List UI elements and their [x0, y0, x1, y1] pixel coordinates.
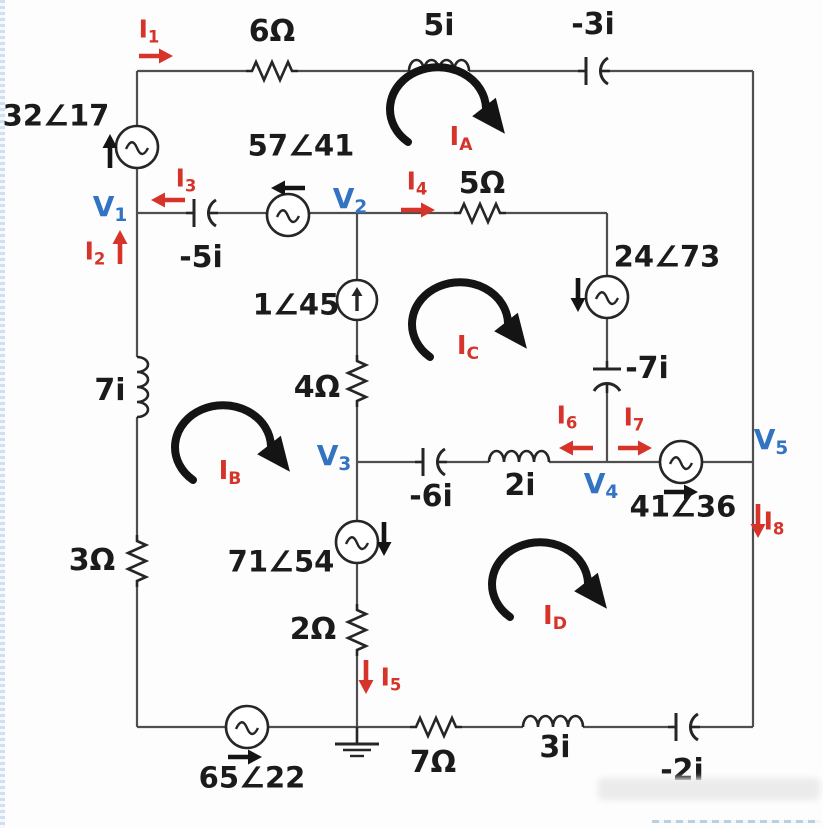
- current-label-i7: I7: [623, 402, 645, 435]
- current-arrow-i4: [401, 203, 435, 218]
- node-label-v2: V2: [332, 182, 368, 219]
- impedance-label-6ohm: 6Ω: [248, 14, 296, 49]
- source-label-41-36: 41∠36: [629, 489, 737, 524]
- impedance-label-7ohm: 7Ω: [409, 745, 457, 780]
- current-arrow-i3: [151, 193, 185, 208]
- voltage-source-57-41: [265, 192, 311, 238]
- voltage-source-32-17: [114, 124, 160, 170]
- voltage-source-24-73: [584, 274, 630, 320]
- mesh-label-ic: IC: [456, 331, 480, 364]
- ground-symbol: [335, 727, 379, 758]
- node-label-v5: V5: [753, 423, 789, 460]
- source-label-1-45: 1∠45: [252, 287, 340, 322]
- current-label-i5: I5: [380, 662, 402, 695]
- resistor-3ohm: [126, 533, 148, 589]
- impedance-label-2i: 2i: [504, 468, 536, 503]
- node-label-v3: V3: [316, 439, 352, 476]
- source-arrow-24-73: [571, 278, 586, 312]
- impedance-label-2ohm: 2Ω: [289, 612, 337, 647]
- resistor-6ohm: [244, 60, 300, 82]
- mesh-label-ia: IA: [449, 122, 473, 155]
- impedance-label-3i: 3i: [539, 730, 571, 765]
- current-arrow-i5: [359, 660, 374, 694]
- current-label-i6: I6: [556, 400, 578, 433]
- resistor-4ohm: [346, 353, 368, 409]
- current-label-i3: I3: [175, 163, 197, 196]
- capacitor-neg5i: [184, 197, 220, 229]
- impedance-label-neg7i: -7i: [625, 351, 669, 386]
- source-label-57-41: 57∠41: [247, 128, 355, 163]
- resistor-7ohm: [408, 716, 464, 738]
- node-label-v4: V4: [583, 467, 619, 504]
- current-arrow-i1: [139, 49, 173, 64]
- current-arrow-i2: [113, 230, 128, 264]
- capacitor-neg2i: [666, 711, 702, 743]
- current-label-i4: I4: [406, 166, 428, 199]
- scan-artifact-line: [652, 820, 820, 823]
- voltage-source-71-54: [334, 519, 380, 565]
- inductor-7i: [135, 355, 150, 419]
- source-label-65-22: 65∠22: [198, 760, 306, 795]
- capacitor-neg3i: [576, 55, 612, 87]
- impedance-label-neg3i: -3i: [571, 7, 615, 42]
- current-arrow-i7: [618, 441, 652, 456]
- impedance-label-5i: 5i: [423, 8, 455, 43]
- impedance-label-neg5i: -5i: [179, 240, 223, 275]
- mesh-label-ib: IB: [218, 456, 242, 489]
- inductor-3i: [521, 714, 585, 729]
- impedance-label-4ohm: 4Ω: [293, 370, 341, 405]
- scan-artifact: [598, 778, 820, 800]
- current-label-i1: I1: [138, 14, 160, 47]
- resistor-5ohm: [452, 202, 508, 224]
- source-label-32-17: 32∠17: [2, 98, 110, 133]
- voltage-source-41-36: [658, 439, 704, 485]
- current-label-i8: I8: [763, 506, 785, 539]
- current-arrow-i6: [559, 441, 593, 456]
- source-label-24-73: 24∠73: [613, 239, 721, 274]
- capacitor-neg7i: [591, 359, 623, 395]
- mesh-label-id: ID: [543, 601, 567, 634]
- impedance-label-3ohm: 3Ω: [68, 543, 116, 578]
- impedance-label-7i: 7i: [94, 373, 126, 408]
- current-label-i2: I2: [84, 236, 106, 269]
- circuit-wires: [135, 69, 755, 729]
- capacitor-neg6i: [413, 446, 449, 478]
- source-label-71-54: 71∠54: [227, 544, 335, 579]
- page-edge-artifact: [0, 0, 5, 828]
- node-label-v1: V1: [92, 190, 128, 227]
- impedance-label-neg6i: -6i: [409, 479, 453, 514]
- impedance-label-5ohm: 5Ω: [458, 166, 506, 201]
- voltage-source-65-22: [224, 704, 270, 750]
- current-source-1-45: [335, 278, 379, 322]
- resistor-2ohm: [346, 602, 368, 658]
- inductor-2i: [487, 449, 551, 464]
